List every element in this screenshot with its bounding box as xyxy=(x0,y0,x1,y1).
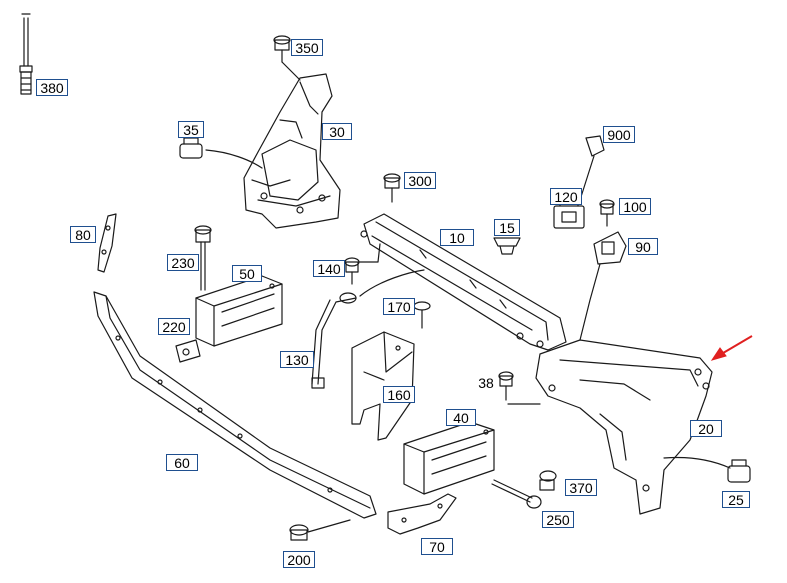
part-80-bracket xyxy=(97,213,117,273)
callout-250[interactable]: 250 xyxy=(542,511,574,528)
part-250-bolt xyxy=(491,479,542,509)
callout-350[interactable]: 350 xyxy=(291,39,323,56)
part-38-bolt xyxy=(498,371,541,405)
callout-120[interactable]: 120 xyxy=(550,188,582,205)
part-140-bolt xyxy=(344,257,425,297)
part-60-bumper-beam xyxy=(93,291,377,519)
part-200-bolt xyxy=(289,519,351,541)
callout-10[interactable]: 10 xyxy=(440,229,474,246)
callout-300[interactable]: 300 xyxy=(404,172,436,189)
part-25-grommet xyxy=(727,459,751,483)
callout-220[interactable]: 220 xyxy=(158,318,190,335)
callout-100[interactable]: 100 xyxy=(619,198,651,215)
callout-380[interactable]: 380 xyxy=(36,79,68,96)
callout-20[interactable]: 20 xyxy=(690,420,722,437)
callout-160[interactable]: 160 xyxy=(383,386,415,403)
callout-38[interactable]: 38 xyxy=(474,374,498,391)
part-230-bolt xyxy=(194,225,212,291)
callout-30[interactable]: 30 xyxy=(322,123,352,140)
part-90-clip xyxy=(593,231,627,265)
part-20-sidemember xyxy=(535,263,731,515)
callout-25[interactable]: 25 xyxy=(722,491,750,508)
callout-230[interactable]: 230 xyxy=(167,254,199,271)
part-100-bolt xyxy=(599,199,615,227)
callout-130[interactable]: 130 xyxy=(280,351,314,368)
part-40-box xyxy=(403,421,495,495)
part-170-screw xyxy=(413,301,431,329)
callout-80[interactable]: 80 xyxy=(70,226,96,243)
part-370-bolt xyxy=(539,470,557,491)
part-50-box xyxy=(195,275,283,347)
part-350-bolt xyxy=(273,35,301,81)
part-380-bolt xyxy=(19,13,33,95)
callout-50[interactable]: 50 xyxy=(232,265,262,282)
part-10-crossmember xyxy=(359,213,567,351)
part-15-clip xyxy=(493,237,521,255)
part-900-clip xyxy=(579,135,605,201)
red-arrow-icon xyxy=(710,335,753,361)
callout-170[interactable]: 170 xyxy=(383,298,415,315)
callout-60[interactable]: 60 xyxy=(166,454,198,471)
part-30-bracket xyxy=(243,73,341,229)
callout-40[interactable]: 40 xyxy=(446,409,476,426)
part-220-bracket xyxy=(175,339,201,363)
callout-15[interactable]: 15 xyxy=(494,219,520,236)
callout-35[interactable]: 35 xyxy=(178,121,204,138)
part-35-grommet xyxy=(179,137,263,169)
part-130-rod xyxy=(311,292,357,389)
part-160-bracket xyxy=(351,331,415,441)
callout-140[interactable]: 140 xyxy=(313,260,345,277)
part-300-bolt xyxy=(383,173,401,203)
callout-200[interactable]: 200 xyxy=(283,551,315,568)
part-70-bracket xyxy=(387,493,457,535)
callout-370[interactable]: 370 xyxy=(565,479,597,496)
callout-90[interactable]: 90 xyxy=(628,238,658,255)
callout-900[interactable]: 900 xyxy=(603,126,635,143)
callout-70[interactable]: 70 xyxy=(421,538,453,555)
